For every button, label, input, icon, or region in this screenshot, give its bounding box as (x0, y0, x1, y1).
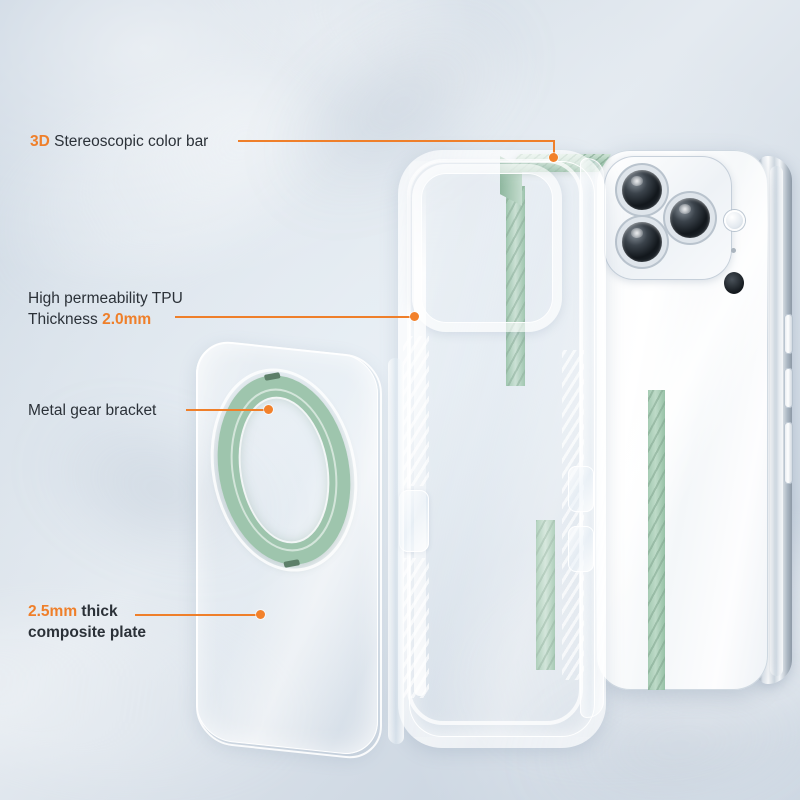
callout-plate-line2: composite plate (28, 624, 146, 642)
callout-bracket-label: Metal gear bracket (28, 402, 157, 419)
phone-camera-module (604, 156, 732, 280)
microphone-icon (731, 248, 736, 253)
leader-line-tpu (175, 316, 415, 318)
camera-lens-3 (670, 198, 710, 238)
3d-color-bar-point (549, 153, 558, 162)
callout-tpu-thickness: 2.0mm (102, 311, 152, 329)
leader-line-color-bar-drop (553, 140, 555, 157)
3d-stereoscopic-color-bar (506, 186, 525, 386)
callout-plate-label: 2.5mm thick composite plate (28, 601, 146, 644)
camera-lens-2 (622, 222, 662, 262)
callout-color-bar-highlight: 3D (30, 133, 50, 150)
phone-volume-up-button (784, 314, 793, 354)
smartphone-body (596, 150, 793, 690)
leader-line-bracket (186, 409, 268, 411)
phone-volume-down-button (784, 368, 793, 408)
callout-color-bar-text: Stereoscopic color bar (49, 133, 209, 150)
callout-plate-suffix: thick (77, 603, 118, 620)
callout-plate-thickness: 2.5mm (28, 603, 78, 620)
leader-line-plate (135, 614, 260, 616)
metal-gear-ring (200, 368, 368, 572)
callout-plate-line1: 2.5mm thick (28, 601, 146, 622)
tpu-thickness-point (410, 312, 419, 321)
phone-side-highlight (770, 166, 783, 676)
plate-side-edge (388, 357, 404, 745)
tpu-case-frame (398, 150, 606, 748)
tpu-edge-highlight (414, 180, 426, 696)
color-bar-lower-segment (536, 520, 555, 670)
color-bar-hatch-texture (506, 186, 525, 386)
callout-tpu-line1: High permeability TPU (28, 290, 183, 307)
color-bar-hatch-texture (536, 520, 555, 670)
callout-tpu-label: High permeability TPU Thickness 2.0mm (28, 288, 183, 331)
phone-back-panel (596, 150, 768, 690)
color-bar-on-phone (648, 390, 665, 690)
metal-gear-bracket-point (264, 405, 273, 414)
camera-flash-icon (724, 210, 745, 231)
color-bar-hatch-texture (648, 390, 665, 690)
composite-plate-point (256, 610, 265, 619)
callout-color-bar-label: 3D Stereoscopic color bar (30, 131, 208, 152)
lidar-sensor-icon (724, 272, 744, 294)
phone-power-button (784, 422, 793, 484)
tpu-airbag-texture (562, 350, 584, 680)
callout-tpu-prefix: Thickness (28, 311, 103, 329)
composite-back-plate (196, 338, 404, 762)
leader-line-color-bar (238, 140, 554, 142)
tpu-volume-down-cutout (568, 526, 594, 572)
tpu-camera-cutout (412, 164, 562, 332)
camera-lens-1 (622, 170, 662, 210)
callout-tpu-line2: Thickness 2.0mm (28, 309, 183, 330)
tpu-volume-up-cutout (568, 466, 594, 512)
